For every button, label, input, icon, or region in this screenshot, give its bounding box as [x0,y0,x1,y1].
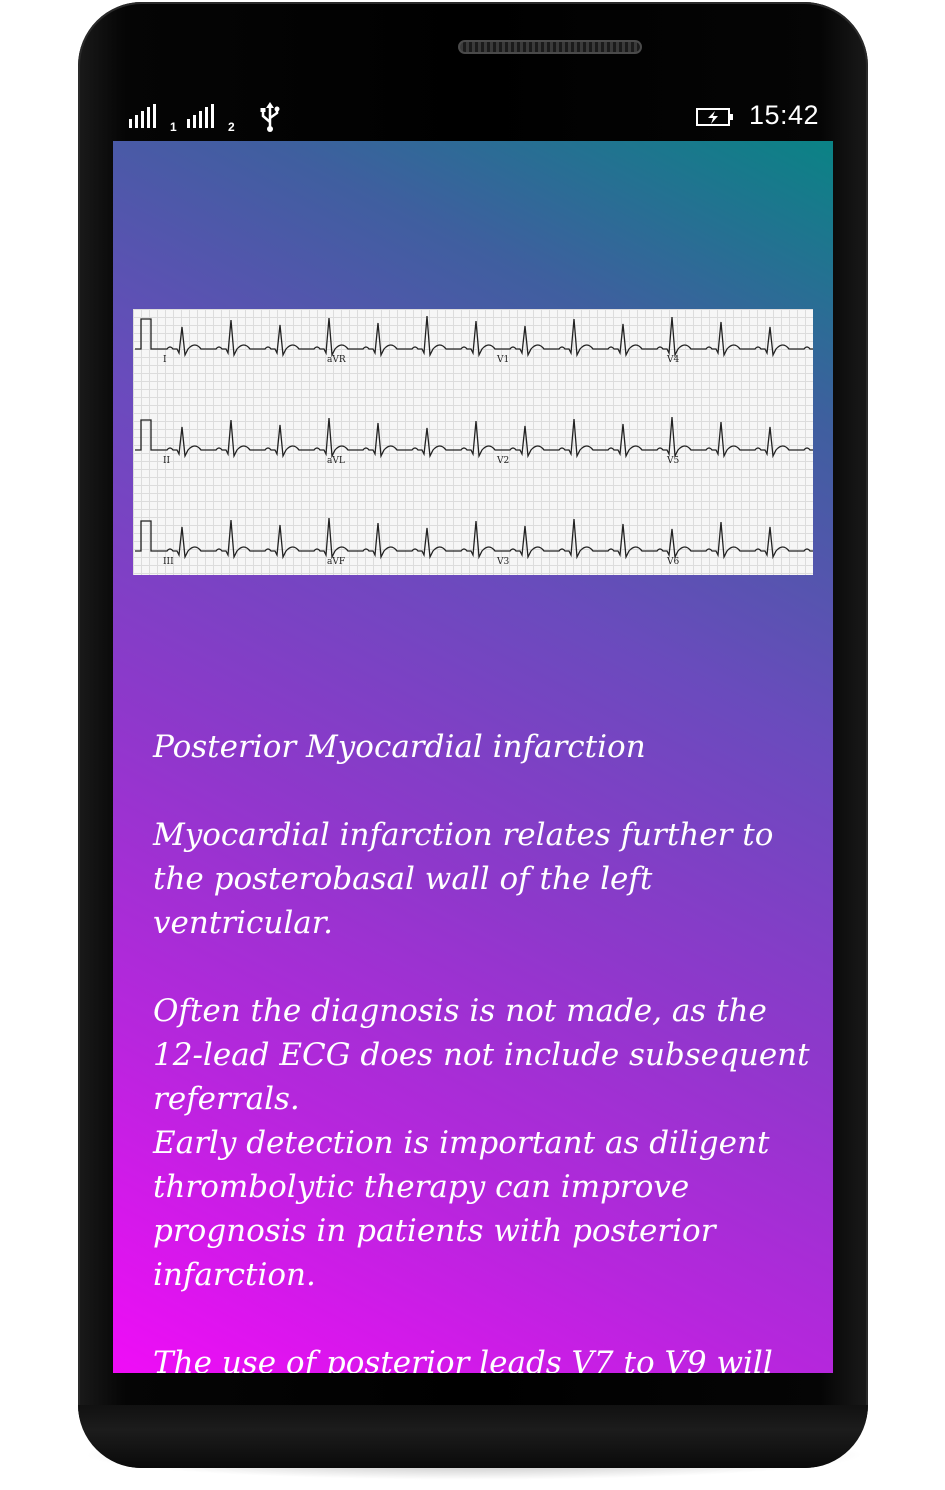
ecg-trace [135,517,813,560]
ecg-lead-label: aVR [327,355,346,365]
phone-chin [78,1405,868,1468]
ecg-lead-label: V4 [666,355,679,365]
sim1-label: 1 [170,120,177,134]
ecg-lead-label: V5 [666,456,679,466]
ecg-lead-label: V1 [496,355,509,365]
ecg-lead-label: II [163,456,171,466]
signal-strength-icon [129,104,156,128]
ecg-trace [135,315,813,358]
status-bar: 1 2 15:42 [113,96,833,140]
status-time: 15:42 [749,100,820,130]
article-paragraph: Early detection is important as diligent… [153,1125,770,1293]
article-paragraph: Often the diagnosis is not made, as the … [153,993,810,1117]
article-paragraph: The use of posterior leads V7 to V9 will [153,1345,773,1373]
earpiece-speaker [458,40,642,54]
ecg-lead-label: aVF [327,557,345,567]
article-paragraph: Myocardial infarction relates further to… [153,817,774,941]
ecg-lead-label: I [163,355,167,365]
sim2-label: 2 [228,120,235,134]
signal-strength-icon [187,104,214,128]
ecg-lead-label: V3 [496,557,509,567]
battery-charging-icon [696,108,733,126]
ecg-lead-label: V2 [496,456,509,466]
usb-icon [260,102,280,132]
article-content: Posterior Myocardial infarction Myocardi… [153,725,813,1373]
article-title: Posterior Myocardial infarction [153,729,646,765]
ecg-lead-label: III [163,557,174,567]
ecg-lead-label: aVL [327,456,345,466]
ecg-trace [135,416,813,459]
ecg-lead-label: V6 [666,557,679,567]
